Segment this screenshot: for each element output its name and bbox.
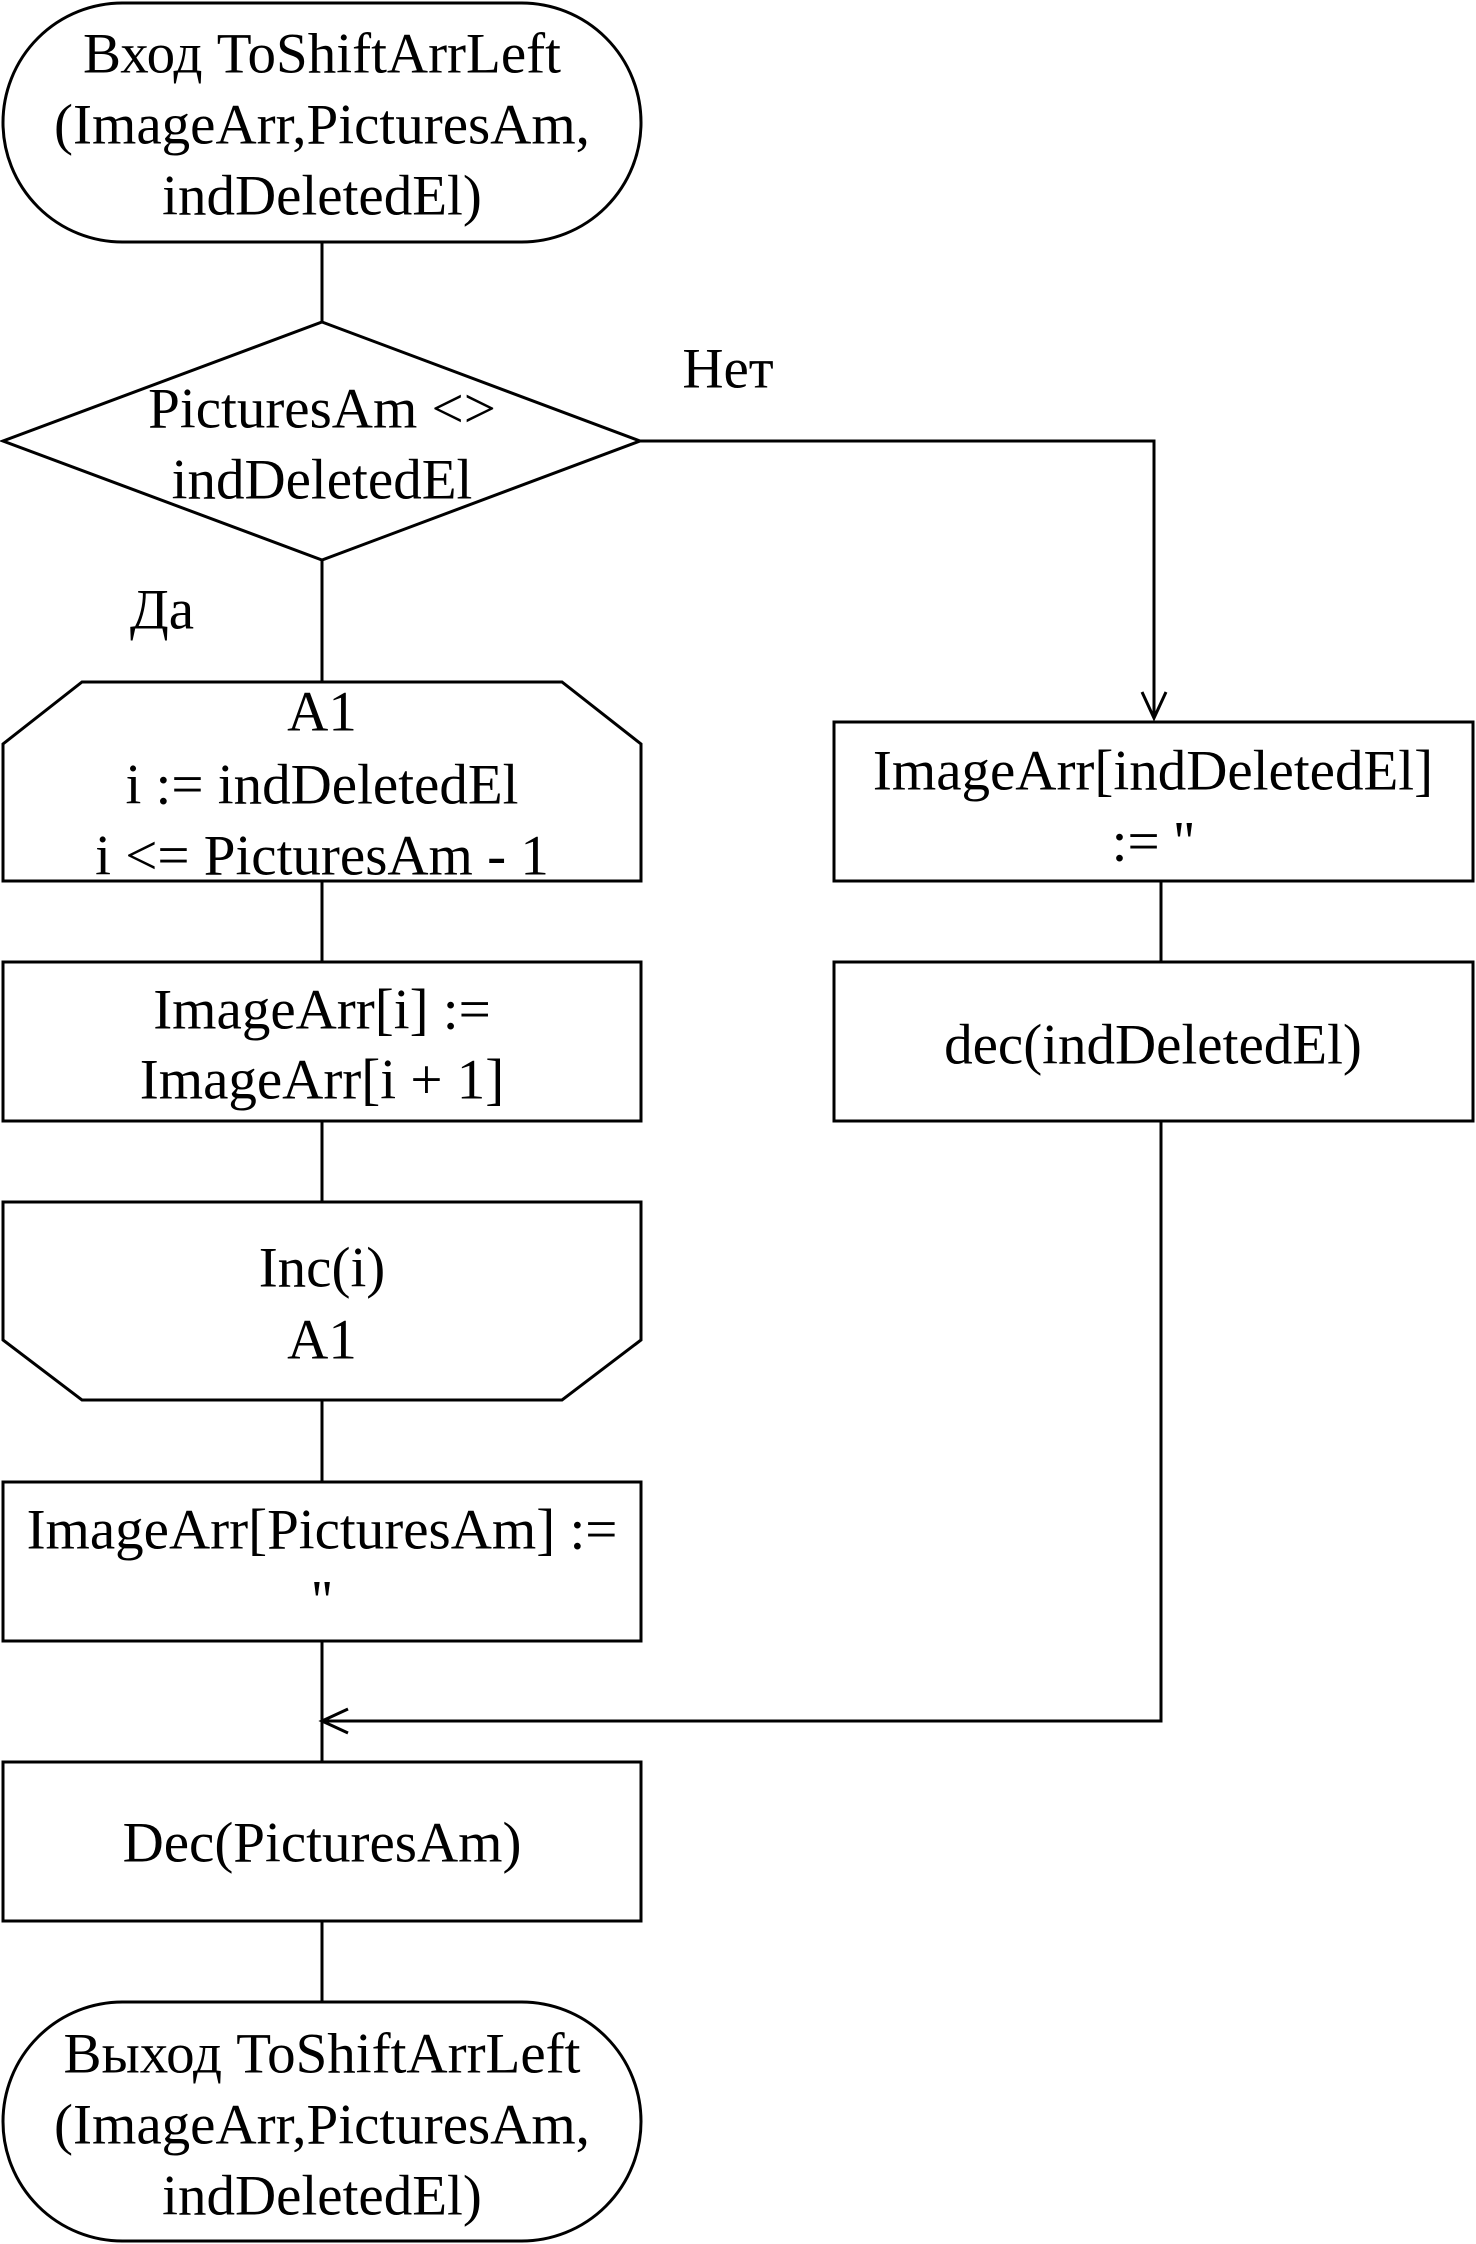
decision-no-label: Нет — [682, 338, 773, 401]
end-terminator: Выход ToShiftArrLeft (ImageArr,PicturesA… — [1, 2000, 643, 2243]
loop-end-label-line-2: A1 — [287, 1309, 357, 1372]
loop-start-shape — [1, 680, 643, 883]
decision-yes-label: Да — [130, 579, 194, 642]
loop-end-node: Inc(i) A1 — [1, 1200, 643, 1402]
connector-merge — [322, 1121, 1163, 1723]
clear-last-label-line-1: ImageArr[PicturesAm] := — [27, 1499, 618, 1562]
start-label-line-2: (ImageArr,PicturesAm, — [54, 94, 590, 157]
loop-start-node: A1 i := indDeletedEl i <= PicturesAm - 1 — [1, 680, 643, 888]
process-box — [1, 1480, 643, 1643]
start-label-line-3: indDeletedEl) — [162, 165, 482, 228]
dec-count-label: Dec(PicturesAm) — [123, 1812, 522, 1875]
arrowhead-down — [1140, 691, 1168, 722]
loop-start-label-line-1: A1 — [287, 681, 357, 744]
clear-last-label-line-2: '' — [312, 1570, 333, 1633]
end-label-line-1: Выход ToShiftArrLeft — [63, 2023, 580, 2086]
clear-last-process: ImageArr[PicturesAm] := '' — [1, 1480, 643, 1643]
dec-count-process: Dec(PicturesAm) — [1, 1760, 643, 1923]
clear-deleted-process: ImageArr[indDeletedEl] := '' — [832, 720, 1475, 883]
dec-index-process: dec(indDeletedEl) — [832, 960, 1475, 1123]
end-label-line-3: indDeletedEl) — [162, 2165, 482, 2228]
process-box — [832, 720, 1475, 883]
dec-index-label: dec(indDeletedEl) — [944, 1014, 1362, 1077]
decision-diamond — [0, 320, 645, 562]
terminator-shape — [1, 2000, 643, 2243]
decision-label-line-2: indDeletedEl — [172, 449, 473, 512]
loop-start-label-line-3: i <= PicturesAm - 1 — [95, 825, 549, 888]
connector-decision-no — [640, 439, 1156, 718]
arrowhead-left — [318, 1707, 349, 1735]
start-label-line-1: Вход ToShiftArrLeft — [83, 23, 561, 86]
decision-node: PicturesAm <> indDeletedEl Да Нет — [0, 320, 774, 642]
loop-start-label-line-2: i := indDeletedEl — [125, 754, 518, 817]
process-box — [1, 1760, 643, 1923]
clear-deleted-label-line-1: ImageArr[indDeletedEl] — [873, 740, 1433, 803]
loop-end-label-line-1: Inc(i) — [259, 1237, 386, 1300]
clear-deleted-label-line-2: := '' — [1112, 811, 1195, 874]
start-terminator: Вход ToShiftArrLeft (ImageArr,PicturesAm… — [1, 1, 643, 244]
process-box — [1, 960, 643, 1123]
terminator-shape — [1, 1, 643, 244]
loop-body-process: ImageArr[i] := ImageArr[i + 1] — [1, 960, 643, 1123]
process-box — [832, 960, 1475, 1123]
loop-body-label-line-2: ImageArr[i + 1] — [140, 1049, 505, 1112]
end-label-line-2: (ImageArr,PicturesAm, — [54, 2094, 590, 2157]
decision-label-line-1: PicturesAm <> — [148, 378, 496, 441]
connectors — [318, 242, 1168, 2002]
loop-body-label-line-1: ImageArr[i] := — [153, 979, 491, 1042]
loop-end-shape — [1, 1200, 643, 1402]
